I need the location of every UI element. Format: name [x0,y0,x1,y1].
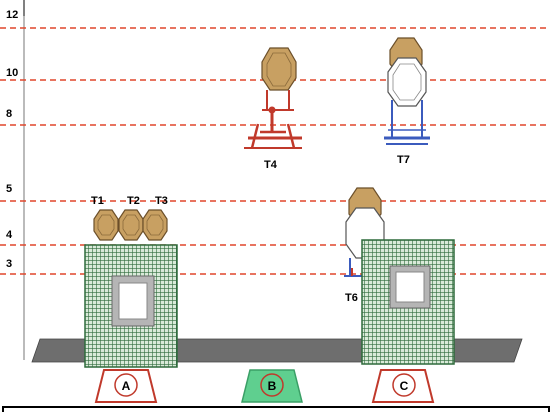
wall-a [84,244,178,368]
target-label-t7: T7 [397,154,410,166]
distance-label-10: 10 [6,67,18,79]
target-label-t6: T6 [345,292,358,304]
target-t3 [142,209,168,241]
distance-label-3: 3 [6,258,12,270]
distance-label-5: 5 [6,183,12,195]
shooting-box-c [371,369,435,403]
target-label-t4: T4 [264,159,278,171]
target-label-t3: T3 [155,195,168,207]
distance-label-8: 8 [6,108,12,120]
target-t7 [384,37,430,145]
target-t1 [93,209,119,241]
shooting-box-b [241,369,303,403]
shooting-box-label-a: A [122,379,131,393]
wall-c [361,239,455,365]
shooting-box-label-b: B [268,379,277,393]
distance-label-12: 12 [6,9,18,21]
distance-label-4: 4 [6,229,13,241]
description-box [2,406,550,412]
target-label-t1: T1 [91,195,104,207]
shooting-box-a [94,369,158,403]
target-label-t2: T2 [127,195,140,207]
target-t4 [244,47,302,149]
shooting-box-label-c: C [400,379,409,393]
target-t2 [118,209,144,241]
